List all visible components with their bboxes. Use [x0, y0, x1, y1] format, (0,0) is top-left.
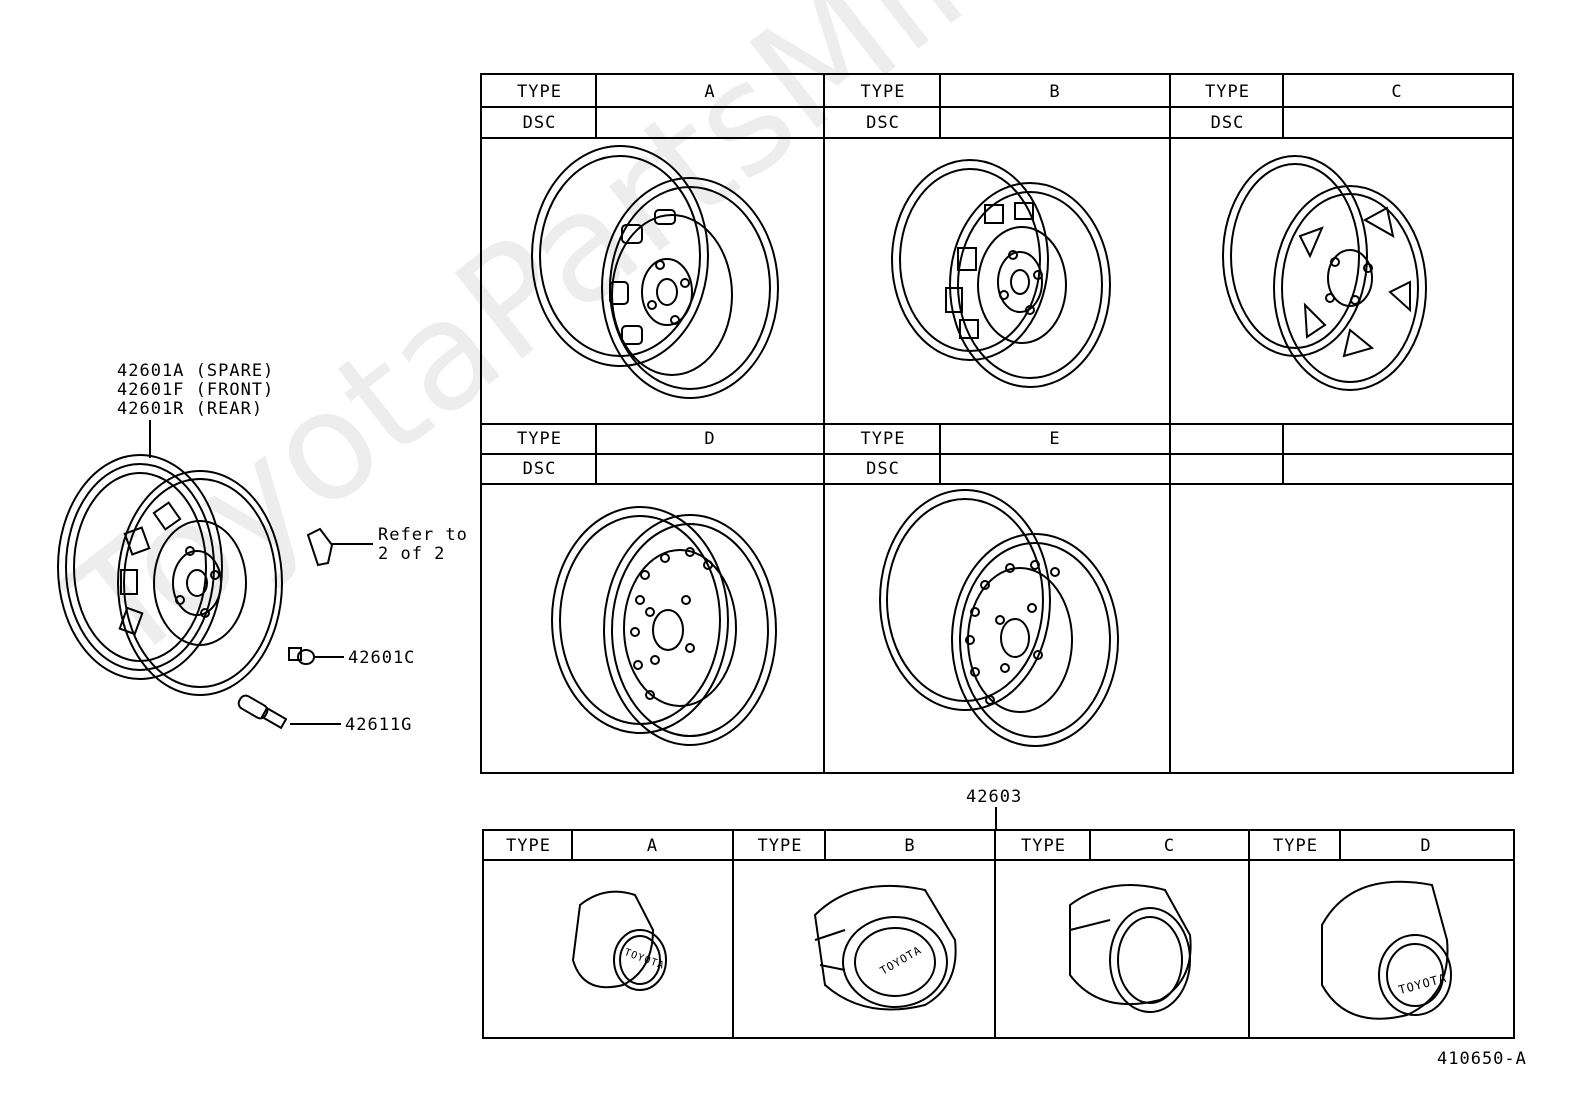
- main-wheel-icon: [57, 454, 283, 696]
- cap-type-value-b: B: [904, 835, 916, 856]
- cap-type-label-a: TYPE: [506, 835, 551, 856]
- part-label-spare: 42601A (SPARE): [117, 361, 275, 381]
- wheel-type-a-icon: [531, 145, 779, 399]
- wheel-dsc-label-c: DSC: [1210, 113, 1245, 133]
- cap-type-label-c: TYPE: [1021, 835, 1066, 856]
- wheel-type-label-c: TYPE: [1205, 81, 1250, 102]
- wheel-type-label-a: TYPE: [517, 81, 562, 102]
- clip-part-icon: [306, 527, 334, 567]
- wheel-type-value-d: D: [704, 429, 716, 449]
- wheel-dsc-label-d: DSC: [522, 459, 557, 479]
- refer-note-line1: Refer to: [378, 525, 468, 545]
- wheel-type-value-e: E: [1049, 429, 1061, 449]
- wheel-type-c-icon: [1222, 155, 1427, 391]
- wheel-type-value-b: B: [1049, 81, 1061, 102]
- cap-type-b-icon: [813, 884, 957, 1011]
- wheel-dsc-label-a: DSC: [522, 113, 557, 133]
- wheel-type-label-d: TYPE: [517, 429, 562, 449]
- cap-type-value-d: D: [1420, 835, 1432, 856]
- part-label-rear: 42601R (REAR): [117, 399, 264, 419]
- cap-type-d-icon: [1321, 880, 1452, 1020]
- wheel-type-value-a: A: [704, 81, 716, 102]
- wheel-type-d-icon: [551, 506, 777, 746]
- part-number-cap-group: 42603: [966, 787, 1023, 807]
- cap-type-c-icon: [1069, 884, 1192, 1013]
- wheel-type-e-icon: [879, 489, 1119, 747]
- wheel-type-b-icon: [891, 159, 1111, 388]
- wheel-table-grid: [480, 73, 1514, 774]
- wheel-dsc-label-e: DSC: [866, 459, 900, 479]
- refer-note-line2: 2 of 2: [378, 544, 446, 564]
- cap-type-value-c: C: [1163, 835, 1176, 856]
- part-number-nut: 42601C: [348, 648, 416, 668]
- cap-type-value-a: A: [646, 835, 659, 856]
- cap-type-label-b: TYPE: [757, 835, 803, 856]
- part-label-front: 42601F (FRONT): [117, 380, 275, 400]
- cap-type-label-d: TYPE: [1273, 835, 1318, 856]
- valve-stem-icon: [237, 694, 288, 730]
- wheel-type-value-c: C: [1391, 81, 1403, 102]
- figure-id: 410650-A: [1437, 1049, 1527, 1069]
- wheel-type-label-e: TYPE: [860, 429, 906, 449]
- lug-nut-icon: [288, 647, 315, 665]
- wheel-dsc-label-b: DSC: [866, 113, 900, 133]
- cap-table-grid: [482, 829, 1515, 1039]
- wheel-type-label-b: TYPE: [860, 81, 906, 102]
- part-number-valve: 42611G: [345, 715, 413, 735]
- cap-type-a-icon: [571, 890, 667, 991]
